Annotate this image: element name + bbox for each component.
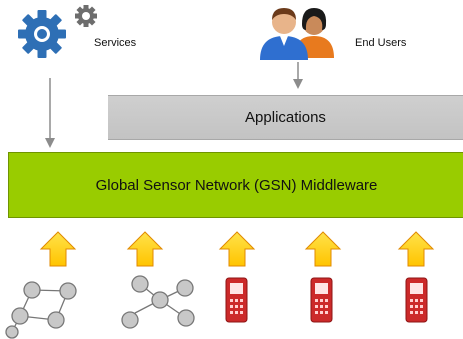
middleware-label: Global Sensor Network (GSN) Middleware — [95, 176, 378, 194]
network-graph-icon — [121, 275, 195, 329]
end-users-label: End Users — [355, 37, 407, 49]
upward-arrows — [39, 231, 435, 267]
up-arrow-icon — [397, 231, 435, 267]
mobile-phone-icon — [310, 277, 333, 323]
users-to-applications-arrow — [293, 62, 303, 89]
end-users-icon — [256, 0, 342, 60]
applications-box: Applications — [108, 95, 463, 140]
network-graph-icon — [5, 281, 77, 339]
services-label: Services — [94, 37, 137, 49]
mobile-phone-icon — [405, 277, 428, 323]
mobile-phone-icon — [225, 277, 248, 323]
up-arrow-icon — [126, 231, 164, 267]
services-to-middleware-arrow — [45, 78, 55, 148]
up-arrow-icon — [304, 231, 342, 267]
sensor-sources — [5, 275, 428, 339]
gsn-middleware-box: Global Sensor Network (GSN) Middleware — [8, 152, 463, 218]
applications-label: Applications — [245, 109, 326, 126]
up-arrow-icon — [218, 231, 256, 267]
gear-icon — [18, 5, 97, 58]
services-gears — [18, 4, 104, 60]
up-arrow-icon — [39, 231, 77, 267]
